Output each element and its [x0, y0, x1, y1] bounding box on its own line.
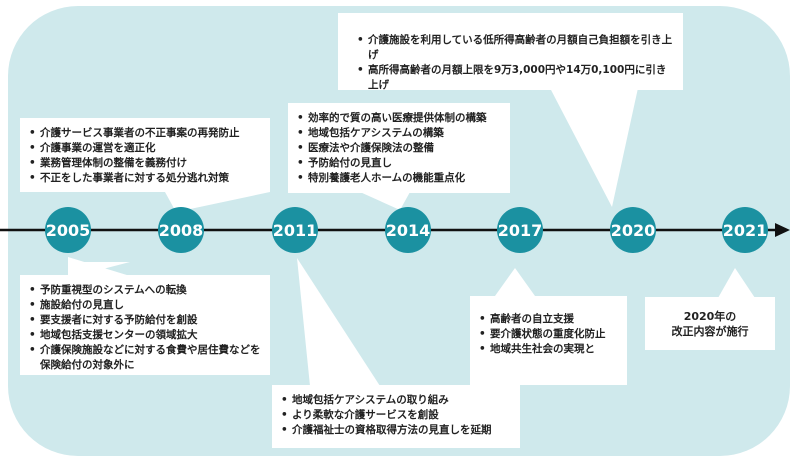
note-item: 地域包括ケアシステムの構築: [297, 126, 502, 141]
note-item: 業務管理体制の整備を義務付け: [29, 156, 262, 171]
note-item: 介護施設を利用している低所得高齢者の月額自己負担額を引き上げ: [357, 33, 675, 63]
note-item: 地域包括支援センターの領域拡大: [29, 328, 262, 343]
year-node-2005: 2005: [45, 207, 91, 253]
note-item: 介護福祉士の資格取得方法の見直しを延期: [281, 423, 512, 438]
tail-2017: [495, 268, 535, 296]
note-2021: 2020年の 改正内容が施行: [645, 297, 775, 350]
note-2020: 介護施設を利用している低所得高齢者の月額自己負担額を引き上げ高所得高齢者の月額上…: [338, 13, 683, 93]
tail-2008: [165, 192, 270, 212]
note-item: 要支援者に対する予防給付を創設: [29, 313, 262, 328]
note-line: 改正内容が施行: [671, 324, 749, 338]
note-2005: 予防重視型のシステムへの転換施設給付の見直し要支援者に対する予防給付を創設地域包…: [20, 275, 270, 375]
year-node-2021: 2021: [722, 207, 768, 253]
note-item: 効率的で質の高い医療提供体制の構築: [297, 111, 502, 126]
tail-2005b: [68, 257, 130, 276]
note-item: 地域包括ケアシステムの取り組み: [281, 393, 512, 408]
tail-2011: [297, 258, 380, 386]
note-line: 2020年の: [683, 309, 737, 323]
year-node-2017: 2017: [497, 207, 543, 253]
timeline-arrowhead: [775, 223, 790, 237]
note-2017: 高齢者の自立支援要介護状態の重度化防止地域共生社会の実現と: [470, 296, 627, 385]
note-item: 予防重視型のシステムへの転換: [29, 283, 262, 298]
note-item: 介護事業の運営を適正化: [29, 141, 262, 156]
year-node-2014: 2014: [385, 207, 431, 253]
note-2011: 地域包括ケアシステムの取り組みより柔軟な介護サービスを創設介護福祉士の資格取得方…: [272, 385, 520, 448]
note-item: 高所得高齢者の月額上限を9万3,000円や14万0,100円に引き上げ: [357, 63, 675, 93]
note-item: 介護保険施設などに対する食費や居住費などを保険給付の対象外に: [29, 343, 262, 373]
tail-2014: [360, 192, 410, 210]
year-node-2008: 2008: [158, 207, 204, 253]
note-item: 介護サービス事業者の不正事案の再発防止: [29, 126, 262, 141]
note-item: 特別養護老人ホームの機能重点化: [297, 171, 502, 186]
note-item: 医療法や介護保険法の整備: [297, 141, 502, 156]
tail-2021: [718, 268, 755, 298]
year-node-2011: 2011: [272, 207, 318, 253]
note-item: 要介護状態の重度化防止: [479, 327, 619, 342]
note-2008: 介護サービス事業者の不正事案の再発防止介護事業の運営を適正化業務管理体制の整備を…: [20, 118, 270, 192]
tail-2020: [550, 88, 638, 207]
note-item: 施設給付の見直し: [29, 298, 262, 313]
year-node-2020: 2020: [610, 207, 656, 253]
note-item: 不正をした事業者に対する処分逃れ対策: [29, 171, 262, 186]
note-item: 地域共生社会の実現と: [479, 342, 619, 357]
note-2014: 効率的で質の高い医療提供体制の構築地域包括ケアシステムの構築医療法や介護保険法の…: [288, 103, 510, 193]
note-item: 予防給付の見直し: [297, 156, 502, 171]
note-item: より柔軟な介護サービスを創設: [281, 408, 512, 423]
note-item: 高齢者の自立支援: [479, 312, 619, 327]
